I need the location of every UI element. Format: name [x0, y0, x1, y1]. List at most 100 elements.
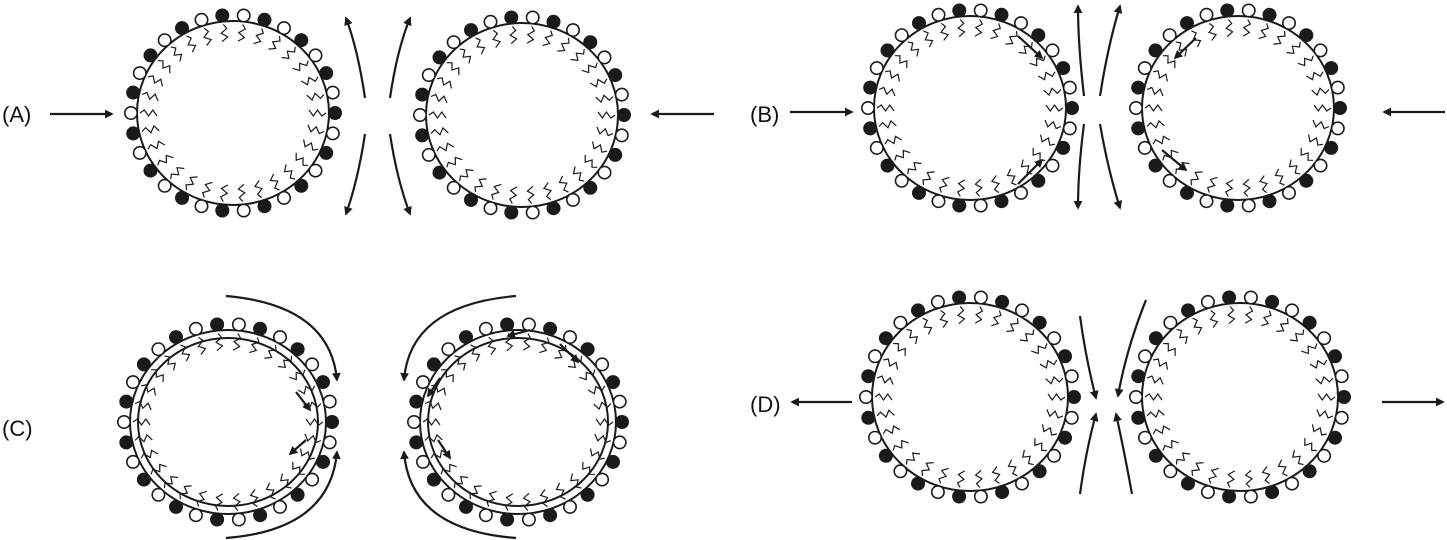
lipid-tail	[1176, 328, 1188, 345]
lipid-tail	[201, 181, 213, 198]
lipid-tail	[558, 175, 569, 193]
lipid-head-filled	[910, 303, 925, 318]
lipid-tail	[441, 369, 454, 383]
lipid-head-filled	[458, 330, 473, 345]
lipid-head-open	[1014, 303, 1029, 318]
lipid-tail	[570, 473, 582, 489]
lipid-tail	[203, 27, 213, 46]
lipid-head-open	[124, 106, 139, 121]
lipid-tail	[1037, 71, 1056, 81]
lipid-head-open	[272, 499, 287, 514]
lipid-tail	[1261, 310, 1272, 327]
lipid-tail	[265, 482, 276, 500]
lipid-tail	[594, 433, 612, 444]
lipid-tail	[1153, 358, 1169, 370]
lipid-tail	[147, 75, 163, 87]
lipid-head-open	[478, 508, 493, 523]
lipid-tail	[956, 179, 966, 197]
arrow-c-inner-right-3	[427, 377, 441, 398]
lipid-tail	[1289, 329, 1305, 342]
arrow-b-flow-down-right	[1098, 123, 1123, 210]
lipid-tail	[522, 333, 532, 351]
lipid-tail	[539, 337, 550, 354]
lipid-tail	[1313, 103, 1332, 113]
lipid-tail	[938, 467, 949, 484]
lipid-head-open	[231, 317, 246, 332]
lipid-tail	[1305, 71, 1324, 81]
lipid-head-filled	[910, 476, 925, 491]
lipid-tail	[581, 62, 598, 74]
lipid-tail	[307, 124, 325, 135]
membrane-outline	[136, 20, 330, 206]
arrow-b-inner-left-top	[1017, 35, 1044, 60]
lipid-tail	[907, 162, 922, 175]
lipid-head-filled	[543, 508, 558, 523]
arrow-d-in-bottom-left	[1078, 412, 1099, 495]
lipid-head-filled	[463, 192, 478, 207]
lipid-tail	[1224, 179, 1234, 197]
lipid-head-filled	[294, 33, 309, 48]
membrane-inner-outline	[427, 337, 609, 507]
lipid-tail	[539, 489, 549, 508]
lipid-head-open	[1138, 349, 1153, 364]
lipid-tail	[186, 35, 197, 53]
lipid-head-open	[1137, 61, 1152, 76]
lipid-head-open	[1241, 3, 1256, 18]
lipid-tail	[141, 384, 157, 396]
lipid-tail	[893, 342, 906, 356]
membrane-outline	[419, 329, 617, 515]
arrow-b-inner-left-bottom	[1017, 158, 1044, 185]
lipid-tail	[170, 167, 185, 180]
lipid-tail	[1019, 329, 1035, 342]
lipid-head-open	[973, 489, 988, 504]
lipid-tail	[304, 433, 322, 444]
lipid-tail	[1031, 343, 1048, 355]
lipid-head-open	[1285, 476, 1300, 491]
lipid-tail	[232, 492, 242, 511]
lipid-tail	[1018, 41, 1033, 54]
lipid-tail	[164, 355, 176, 371]
lipid-head-filled	[880, 158, 895, 173]
lipid-head-filled	[432, 165, 447, 180]
lipid-head-open	[325, 126, 340, 141]
lipid-head-filled	[995, 485, 1010, 500]
lipid-head-filled	[324, 414, 339, 429]
lipid-tail	[1152, 70, 1168, 82]
lipid-tail	[1274, 168, 1285, 186]
lipid-head-open	[446, 35, 461, 50]
lipid-tail	[878, 86, 896, 97]
lipid-head-open	[595, 472, 610, 487]
lipid-head-open	[308, 163, 323, 178]
lipid-tail	[139, 108, 158, 118]
lipid-tail	[883, 358, 899, 370]
lipid-head-filled	[1148, 158, 1163, 173]
lipid-head-filled	[1222, 290, 1237, 305]
lipid-head-filled	[119, 394, 134, 409]
lipid-head-filled	[911, 185, 926, 200]
lipid-tail	[956, 470, 966, 488]
lipid-tail	[179, 485, 192, 500]
lipid-head-filled	[415, 87, 430, 102]
lipid-head-filled	[1058, 349, 1073, 364]
lipid-tail	[1040, 134, 1056, 146]
lipid-tail	[180, 344, 191, 362]
arrow-a-flow-up-left	[344, 16, 367, 99]
lipid-tail	[157, 60, 171, 74]
lipid-tail	[1152, 135, 1171, 145]
lipid-tail	[884, 70, 900, 82]
lipid-head-open	[1047, 448, 1062, 463]
lipid-head-open	[415, 454, 430, 469]
lipid-head-filled	[253, 321, 268, 336]
lipid-tail	[1022, 449, 1034, 466]
lipid-tail	[1005, 30, 1018, 45]
lipid-head-filled	[175, 190, 190, 205]
lipid-tail	[1007, 459, 1018, 477]
lipid-tail	[876, 103, 895, 113]
lipid-head-open	[272, 330, 287, 345]
lipid-head-filled	[1328, 430, 1343, 445]
lipid-tail	[163, 476, 179, 489]
lipid-tail	[292, 461, 305, 475]
lipid-tail	[1286, 41, 1301, 54]
lipid-tail	[424, 400, 442, 411]
lipid-head-open	[597, 165, 612, 180]
